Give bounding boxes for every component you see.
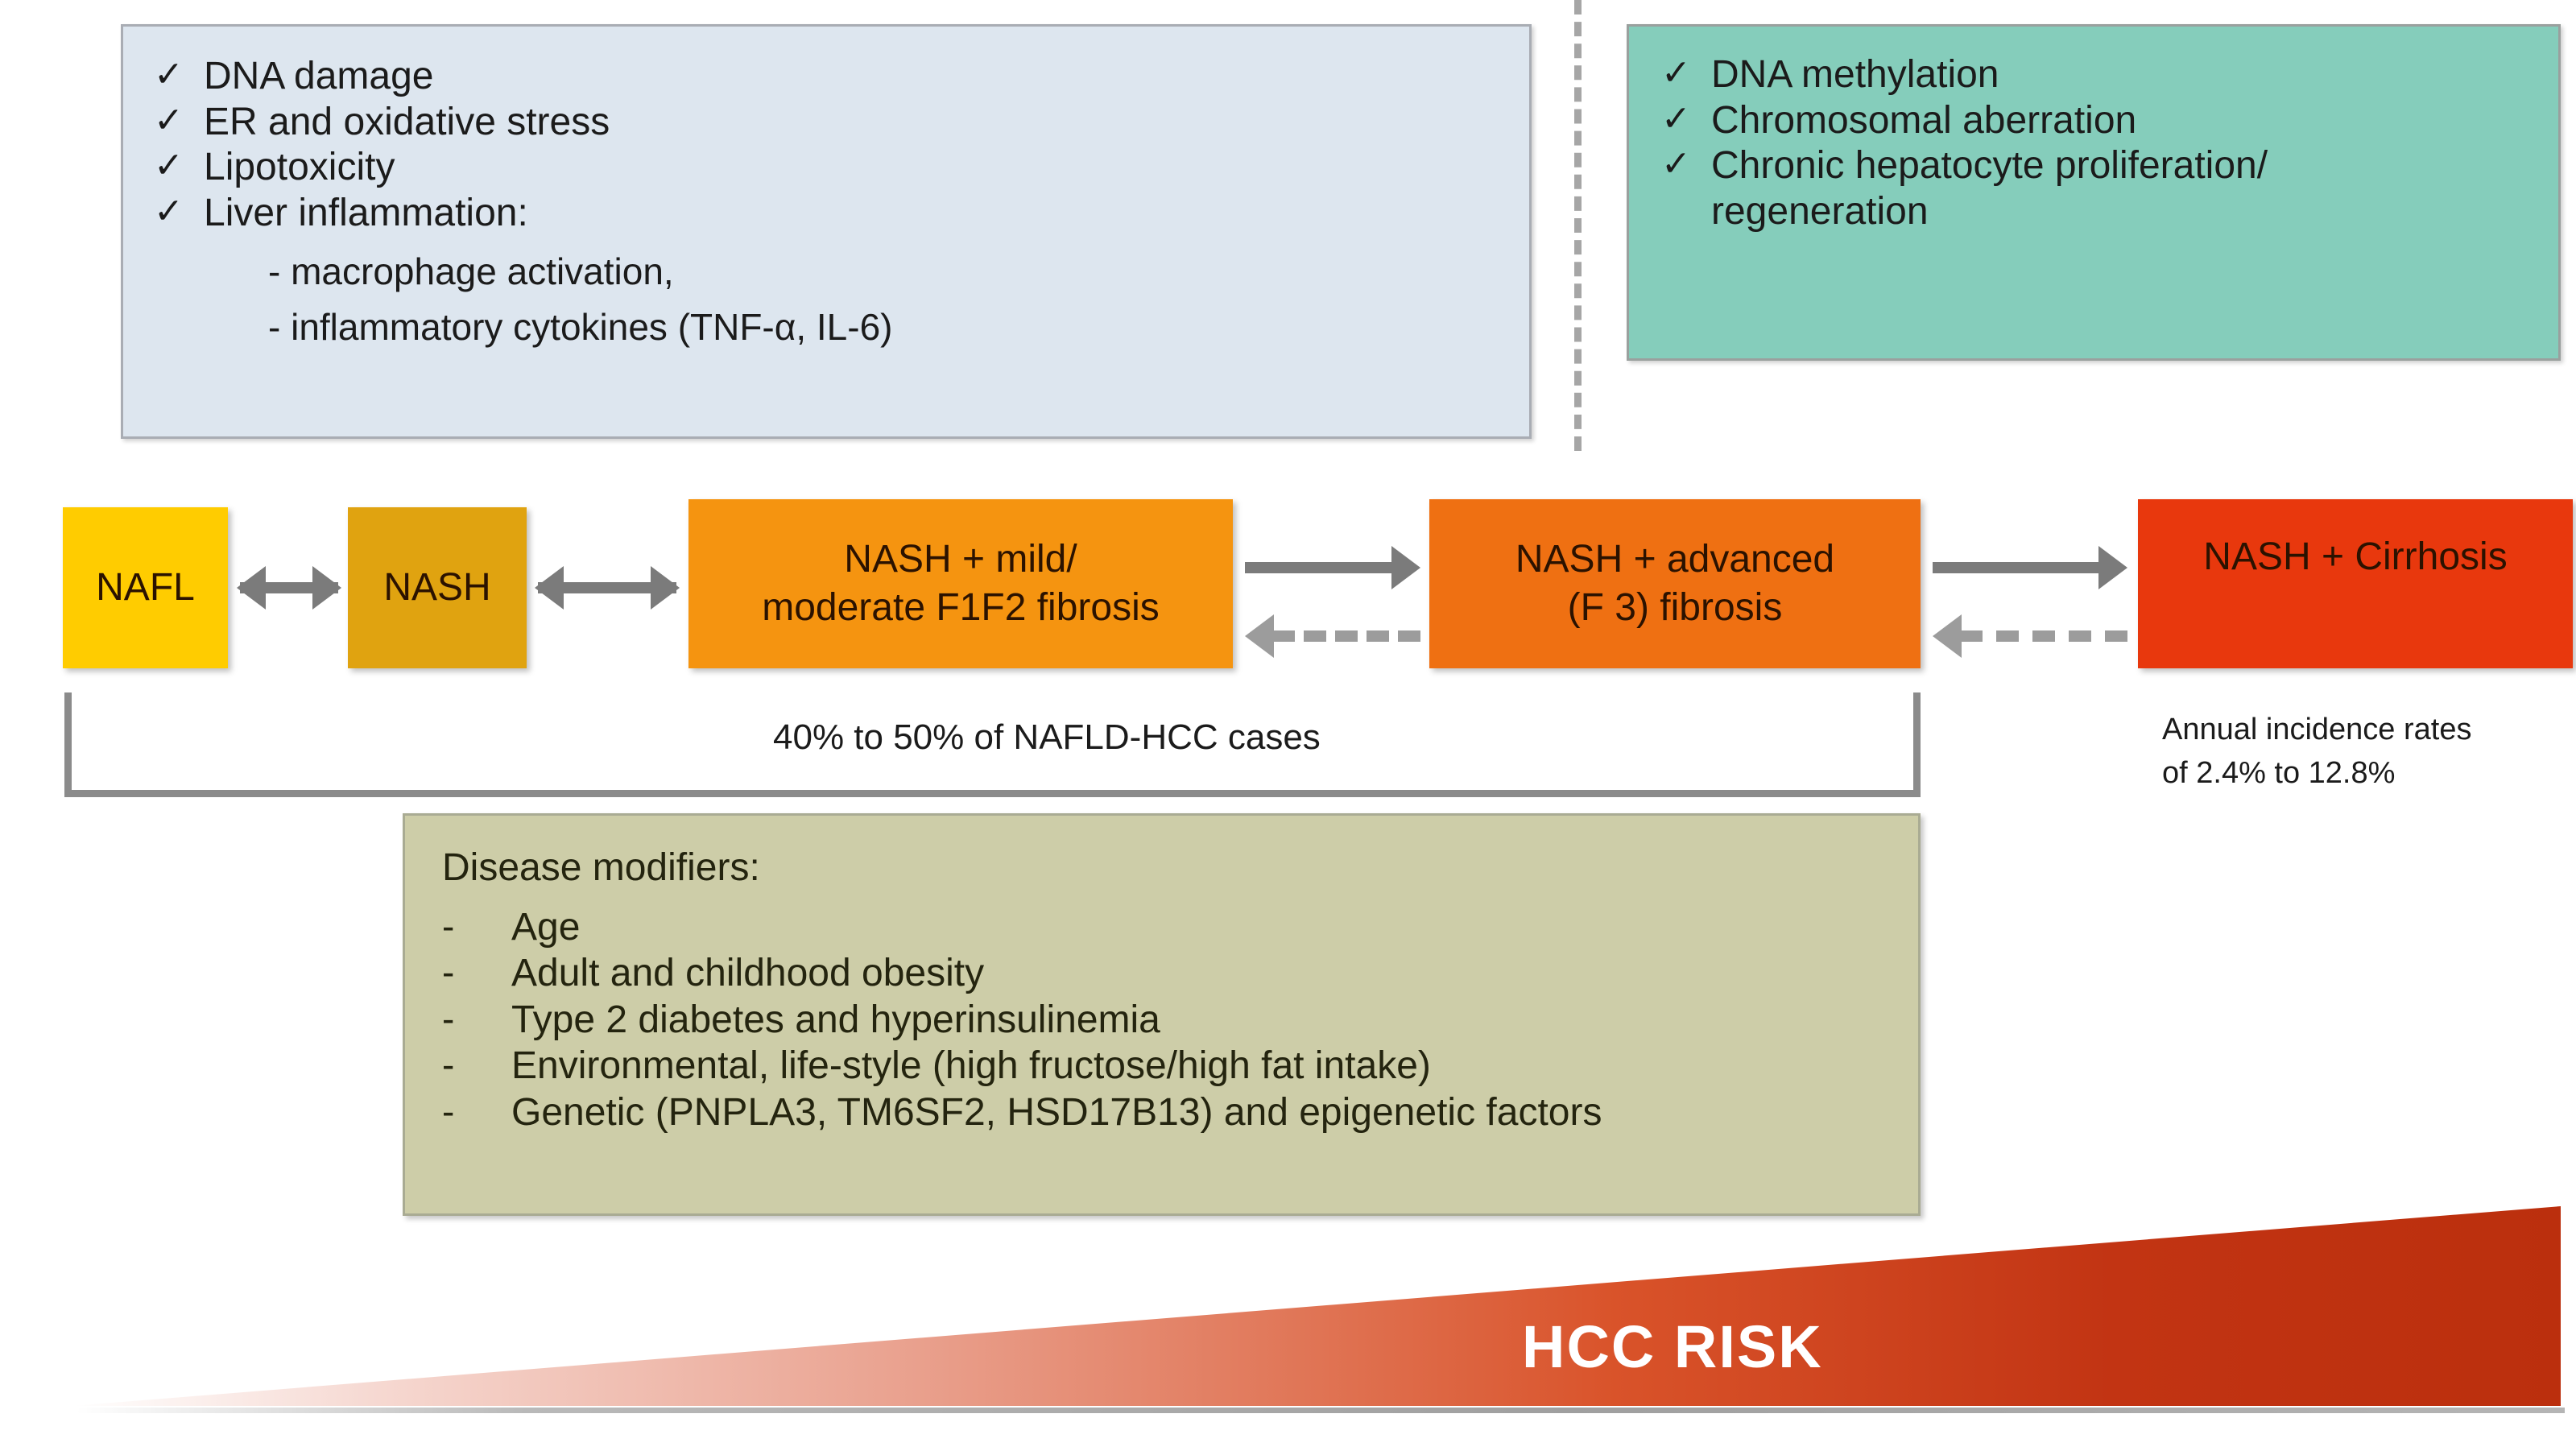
check-icon: ✓	[154, 55, 184, 94]
modifier-label: Age	[511, 905, 581, 949]
dash-bullet-icon: -	[442, 904, 455, 947]
stage-box-f1f2[interactable]: NASH + mild/ moderate F1F2 fibrosis	[688, 499, 1233, 668]
baseline-rule	[76, 1408, 2565, 1413]
modifier-label: Environmental, life-style (high fructose…	[511, 1044, 1431, 1088]
list-item: ✓ Lipotoxicity	[154, 145, 1529, 191]
stage-box-nafl[interactable]: NAFL	[63, 507, 228, 668]
mechanism-label: Lipotoxicity	[204, 146, 395, 189]
list-item: ✓ ER and oxidative stress	[154, 100, 1529, 146]
list-item: - Environmental, life-style (high fructo…	[442, 1043, 1918, 1089]
modifier-label: Adult and childhood obesity	[511, 952, 985, 995]
hcc-risk-label: HCC RISK	[1522, 1313, 1823, 1380]
list-item: - Adult and childhood obesity	[442, 950, 1918, 997]
modifier-label: Genetic (PNPLA3, TM6SF2, HSD17B13) and e…	[511, 1090, 1602, 1134]
list-item: ✓ DNA damage	[154, 54, 1529, 100]
check-icon: ✓	[1661, 53, 1691, 93]
modifier-label: Type 2 diabetes and hyperinsulinemia	[511, 998, 1160, 1041]
check-icon: ✓	[154, 100, 184, 140]
stage-label-line1: NASH + advanced	[1515, 537, 1835, 581]
stage-label: NASH	[383, 565, 491, 609]
list-item: - Genetic (PNPLA3, TM6SF2, HSD17B13) and…	[442, 1089, 1918, 1136]
list-item: ✓ Liver inflammation:	[154, 191, 1529, 237]
check-icon: ✓	[154, 146, 184, 186]
incidence-note-line1: Annual incidence rates	[2162, 713, 2472, 746]
mechanism-subitem: - inflammatory cytokines (TNF-α, IL-6)	[268, 306, 893, 349]
dash-bullet-icon: -	[442, 1089, 455, 1132]
stage-box-cirrhosis[interactable]: NASH + Cirrhosis	[2138, 499, 2573, 668]
list-item: - Type 2 diabetes and hyperinsulinemia	[442, 997, 1918, 1044]
disease-modifiers-panel: Disease modifiers: - Age - Adult and chi…	[403, 813, 1921, 1216]
stage-label-line1: NASH + mild/	[844, 537, 1077, 581]
stage-box-f3[interactable]: NASH + advanced (F 3) fibrosis	[1429, 499, 1921, 668]
check-icon: ✓	[154, 191, 184, 231]
vertical-dashed-divider	[1574, 0, 1582, 451]
list-item: - Age	[442, 904, 1918, 951]
epigenetic-label: Chromosomal aberration	[1711, 98, 2137, 142]
stage-box-nash[interactable]: NASH	[348, 507, 527, 668]
epigenetic-label-continuation: regeneration	[1711, 189, 1929, 233]
risk-gradient-triangle	[72, 1206, 2561, 1406]
modifiers-heading: Disease modifiers:	[442, 846, 760, 889]
list-item: ✓ Chromosomal aberration	[1661, 98, 2558, 144]
stage-label-line2: (F 3) fibrosis	[1567, 586, 1783, 629]
epigenetic-label: DNA methylation	[1711, 53, 1999, 96]
bracket-caption: 40% to 50% of NAFLD-HCC cases	[773, 717, 1321, 757]
mechanisms-panel: ✓ DNA damage ✓ ER and oxidative stress ✓…	[121, 24, 1532, 439]
incidence-note-line2: of 2.4% to 12.8%	[2162, 755, 2396, 790]
epigenetic-label: Chronic hepatocyte proliferation/	[1711, 144, 2268, 188]
check-icon: ✓	[1661, 98, 1691, 138]
dash-bullet-icon: -	[442, 1044, 455, 1086]
check-icon: ✓	[1661, 144, 1691, 184]
list-item: ✓ DNA methylation	[1661, 52, 2558, 98]
dash-bullet-icon: -	[442, 951, 455, 994]
mechanism-label: DNA damage	[204, 55, 434, 97]
mechanism-label: Liver inflammation:	[204, 191, 528, 234]
stage-label-line2: moderate F1F2 fibrosis	[762, 586, 1160, 629]
stage-label: NAFL	[96, 565, 195, 609]
stage-label: NASH + Cirrhosis	[2203, 535, 2508, 578]
epigenetics-panel: ✓ DNA methylation ✓ Chromosomal aberrati…	[1627, 24, 2561, 361]
hcc-risk-wedge	[72, 1206, 2561, 1406]
list-item: ✓ Chronic hepatocyte proliferation/	[1661, 143, 2558, 189]
mechanism-subitem: - macrophage activation,	[268, 250, 674, 292]
cases-bracket	[64, 692, 1921, 797]
dash-bullet-icon: -	[442, 997, 455, 1040]
incidence-note: Annual incidence rates of 2.4% to 12.8%	[2162, 709, 2576, 796]
mechanism-label: ER and oxidative stress	[204, 100, 610, 143]
